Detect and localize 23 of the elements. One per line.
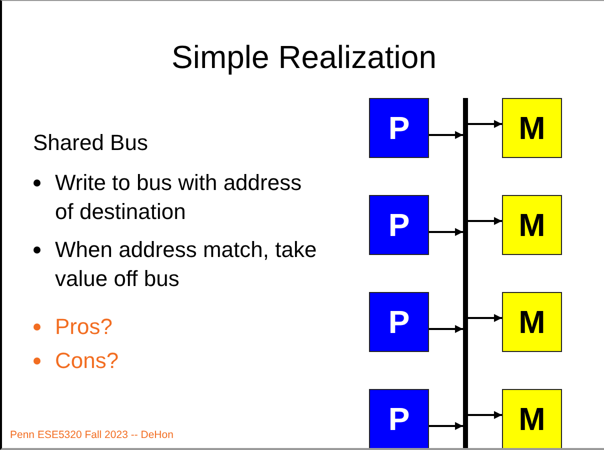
memory-box: M <box>502 98 562 158</box>
arrow <box>429 422 463 430</box>
arrow <box>468 120 502 128</box>
memory-box: M <box>502 292 562 352</box>
slide-title: Simple Realization <box>170 39 438 76</box>
processor-box: P <box>369 98 429 158</box>
bullet-item: When address match, take value off bus <box>55 236 318 293</box>
arrow <box>468 314 502 322</box>
arrow <box>429 228 463 236</box>
arrow <box>429 325 463 333</box>
processor-box: P <box>369 195 429 255</box>
memory-box: M <box>502 389 562 448</box>
memory-box: M <box>502 195 562 255</box>
bullet-item: Cons? <box>55 347 120 375</box>
processor-box: P <box>369 292 429 352</box>
footer-text: Penn ESE5320 Fall 2023 -- DeHon <box>10 429 174 441</box>
bullet-item: Pros? <box>55 313 114 341</box>
heading: Shared Bus <box>33 130 148 156</box>
arrow <box>468 217 502 225</box>
processor-box: P <box>369 389 429 448</box>
bullet-item: Write to bus with address of destination <box>55 169 303 226</box>
arrow <box>468 411 502 419</box>
arrow <box>429 131 463 139</box>
